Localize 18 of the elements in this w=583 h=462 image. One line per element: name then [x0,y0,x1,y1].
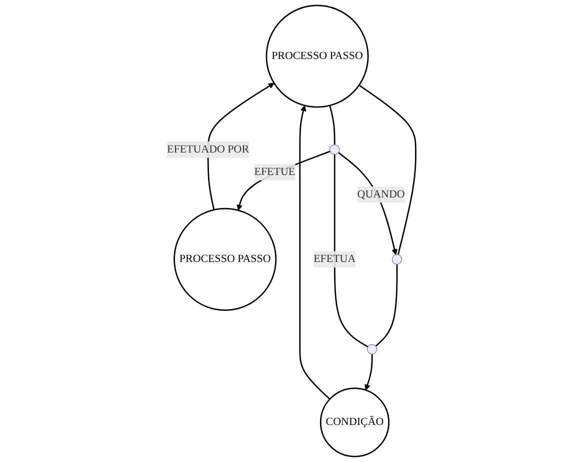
node-circle [392,254,402,265]
arrow [364,354,373,390]
node-circle: PROCESSO PASSO [266,4,369,108]
edge-label: EFETUA [314,253,356,265]
arrow [299,105,330,400]
connector [375,264,398,347]
node-circle: PROCESSO PASSO [174,208,277,311]
edge-label: EFETUADO POR [167,143,250,156]
node-circle [330,144,340,155]
connector [334,154,368,348]
node-circle: CONDIÇÃO [320,388,390,458]
edge-label: EFETUE [254,166,296,178]
arrow [207,82,274,210]
edge-label: QUANDO [357,188,405,200]
node-circle [367,344,378,354]
connector [358,84,417,255]
arrow [236,150,330,211]
connector [329,105,336,145]
